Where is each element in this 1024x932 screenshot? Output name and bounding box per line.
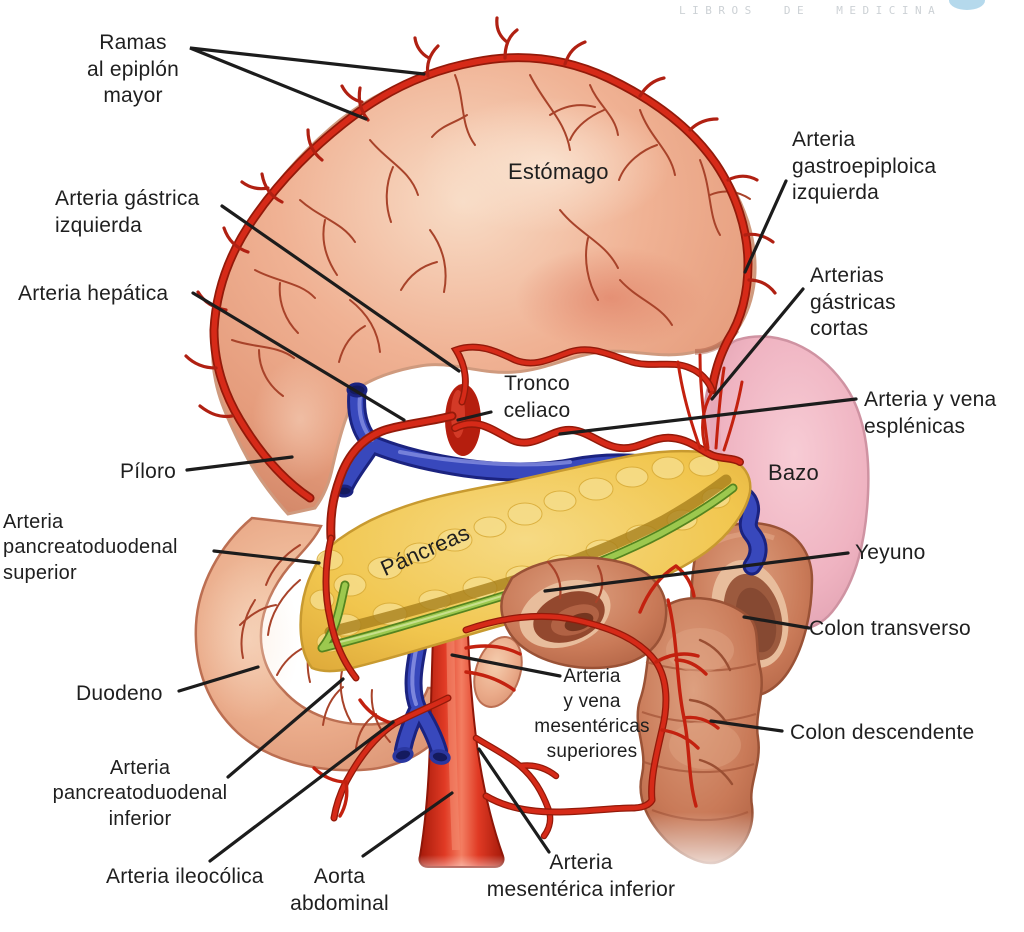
watermark-brand: LIBROS DE MEDICINA bbox=[679, 4, 942, 17]
colic-vessels bbox=[688, 638, 734, 786]
leader-mesentericas-superiores bbox=[450, 653, 562, 678]
label-gastricas-cortas: Arterias gástricas cortas bbox=[810, 264, 896, 341]
pancreas-shape bbox=[299, 449, 752, 673]
leader-piloro bbox=[185, 455, 294, 472]
mesenteric-arcade bbox=[312, 564, 720, 822]
fade-overlay-2 bbox=[380, 855, 580, 885]
duodenum-shape bbox=[194, 516, 461, 772]
label-pancreatoduodenal-superior: Arteria pancreatoduodenal superior bbox=[3, 511, 178, 584]
label-esplenicas: Arteria y vena esplénicas bbox=[864, 388, 997, 438]
label-mesentericas-superiores: Arteria y vena mesentéricas superiores bbox=[534, 666, 650, 763]
leader-arteria-hepatica bbox=[191, 291, 406, 422]
leader-esplenicas bbox=[558, 397, 858, 436]
pancreas-lobules bbox=[309, 455, 731, 653]
label-bazo: Bazo bbox=[768, 460, 819, 485]
label-arteria-ileocolica: Arteria ileocólica bbox=[106, 865, 264, 888]
stomach-surface-vessels bbox=[231, 74, 751, 397]
label-mesenterica-inferior: Arteria mesentérica inferior bbox=[486, 851, 676, 901]
label-gastrica-izquierda: Arteria gástrica izquierda bbox=[55, 187, 200, 237]
celiac-branches bbox=[322, 343, 744, 682]
fade-overlay bbox=[600, 812, 830, 882]
leader-pancreatoduodenal-superior bbox=[212, 549, 321, 565]
leader-tronco-celiaco bbox=[456, 410, 493, 422]
duodenojejunal-flexure bbox=[473, 636, 523, 708]
label-yeyuno: Yeyuno bbox=[855, 541, 926, 564]
leader-colon-transverso bbox=[742, 615, 811, 630]
leader-aorta-abdominal bbox=[361, 791, 454, 858]
leader-arteria-ileocolica bbox=[208, 720, 395, 863]
leader-gastricas-cortas bbox=[710, 287, 805, 401]
leader-ramas-epiplon bbox=[189, 46, 426, 121]
brand-logo-dot bbox=[949, 0, 985, 10]
label-pancreatoduodenal-inferior: Arteria pancreatoduodenal inferior bbox=[52, 757, 228, 830]
label-gastroepiploica-izquierda: Arteria gastroepiploica izquierda bbox=[792, 128, 937, 205]
label-piloro: Píloro bbox=[120, 460, 177, 483]
leader-yeyuno bbox=[543, 551, 850, 593]
duodenal-vessels bbox=[239, 544, 391, 749]
leader-duodeno bbox=[177, 665, 260, 693]
label-arteria-hepatica: Arteria hepática bbox=[18, 282, 169, 305]
leader-pancreatoduodenal-inferior bbox=[226, 677, 345, 779]
label-estomago: Estómago bbox=[508, 159, 609, 184]
leader-mesenterica-inferior bbox=[477, 747, 551, 854]
label-ramas-epiplon: Ramas al epiplón mayor bbox=[87, 31, 179, 108]
label-colon-transverso: Colon transverso bbox=[809, 617, 971, 640]
label-aorta-abdominal: Aorta abdominal bbox=[290, 865, 389, 915]
leader-arteria-gastrica-izquierda bbox=[220, 204, 461, 373]
label-tronco-celiaco: Tronco celiaco bbox=[503, 372, 571, 422]
label-duodeno: Duodeno bbox=[76, 682, 163, 705]
leader-gastroepiploica bbox=[743, 179, 788, 274]
label-colon-descendente: Colon descendente bbox=[790, 721, 975, 744]
leader-colon-descendente bbox=[709, 719, 784, 733]
leader-lines bbox=[177, 46, 858, 863]
